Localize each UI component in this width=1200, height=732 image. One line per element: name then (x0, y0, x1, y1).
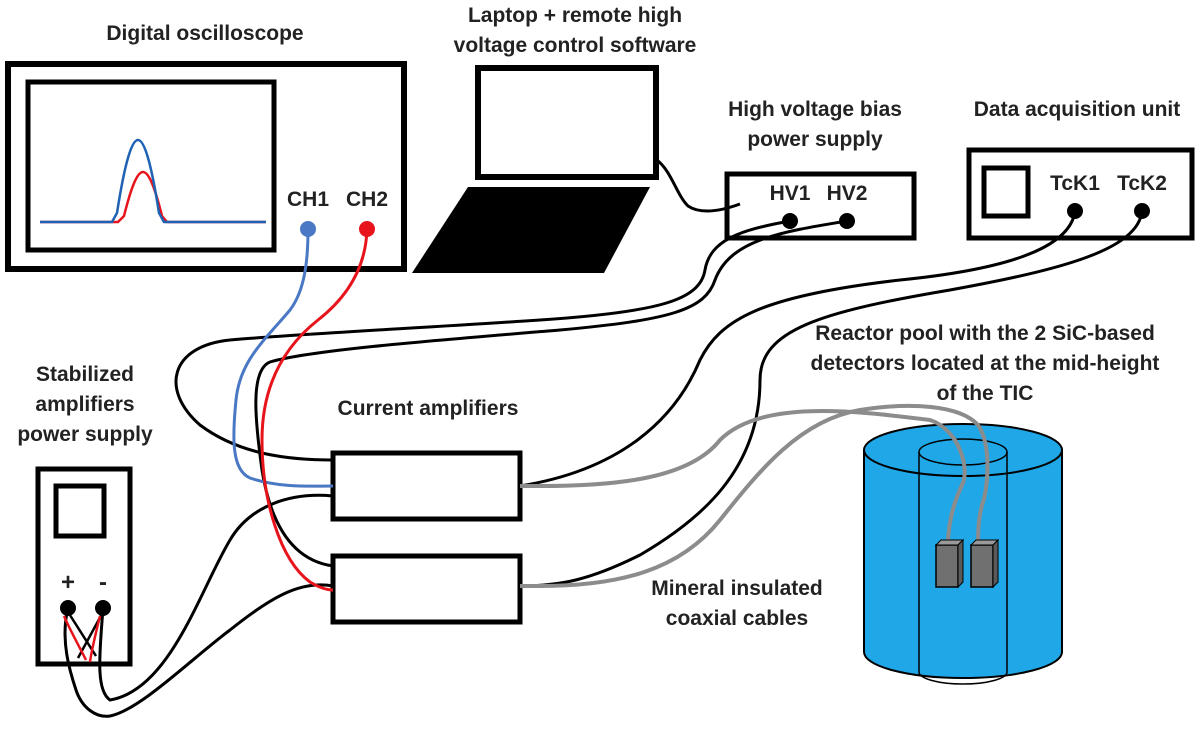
coaxial-cables (520, 403, 990, 588)
mineral-label-line2: coaxial cables (666, 607, 808, 630)
reactor-label-line3: of the TIC (937, 382, 1034, 405)
tck2-cable (519, 210, 1144, 588)
ch2-label: CH2 (346, 188, 388, 211)
mineral-label-line1: Mineral insulated (651, 577, 823, 600)
sic-detectors (934, 538, 1000, 589)
tck1-cable (519, 210, 1077, 488)
current-amplifiers-label: Current amplifiers (338, 397, 519, 420)
signal-blue-trace (40, 138, 266, 224)
stab-label-line1: Stabilized (36, 363, 134, 386)
signal-red-trace (40, 170, 266, 224)
hv2-label: HV2 (827, 182, 868, 205)
stab-power-supply-display (53, 483, 107, 539)
tic-tube (918, 452, 1008, 685)
laptop-keyboard (412, 187, 650, 273)
detector-1-side (957, 538, 964, 589)
detector-1 (935, 544, 959, 588)
stab-power-supply-body (35, 466, 133, 667)
coaxial-cable-2 (520, 403, 990, 588)
data-acquisition-unit (966, 147, 1195, 241)
ch2-signal-cable (260, 228, 369, 592)
daq-body (966, 147, 1195, 241)
laptop-control-cable (656, 158, 741, 213)
ch1-signal-cable (232, 228, 334, 488)
stab-label-line3: power supply (17, 423, 153, 446)
detector-2-side (992, 538, 999, 589)
hv1-label: HV1 (770, 182, 811, 205)
hv-label-line2: power supply (747, 128, 883, 151)
daq-display (981, 165, 1031, 219)
reactor-label-line2: detectors located at the mid-height (811, 352, 1160, 375)
stab-label-line2: amplifiers (35, 393, 134, 416)
oscilloscope-body (5, 61, 407, 272)
daq-label: Data acquisition unit (974, 98, 1181, 121)
reactor-label-line1: Reactor pool with the 2 SiC-based (815, 322, 1155, 345)
current-amplifiers (330, 450, 523, 625)
red-jumper-2 (88, 615, 102, 663)
laptop-label-line1: Laptop + remote high (468, 4, 682, 27)
oscilloscope-screen (25, 79, 277, 253)
coaxial-cable-1 (520, 409, 967, 546)
laptop-screen (475, 65, 659, 180)
laptop (412, 65, 741, 273)
detector-2 (970, 544, 994, 588)
plus-label: + (61, 569, 75, 596)
hv-label-line1: High voltage bias (728, 98, 902, 121)
current-amplifier-2 (330, 553, 523, 625)
stabilized-power-supply (35, 466, 133, 667)
hv1-cable (174, 219, 791, 462)
tck1-label: TcK1 (1050, 172, 1100, 195)
red-jumper (62, 615, 88, 661)
ch1-label: CH1 (287, 188, 329, 211)
hv-power-supply-body (724, 171, 917, 241)
digital-oscilloscope (5, 61, 407, 272)
tck2-label: TcK2 (1117, 172, 1167, 195)
laptop-label-line2: voltage control software (454, 34, 697, 57)
current-amplifier-1 (330, 450, 523, 522)
minus-power-cable (98, 493, 334, 702)
minus-label: - (99, 569, 107, 596)
daq-cables (519, 210, 1144, 588)
terminal-jumpers (62, 611, 105, 663)
plus-power-cable (63, 583, 334, 718)
oscilloscope-label: Digital oscilloscope (106, 22, 303, 45)
